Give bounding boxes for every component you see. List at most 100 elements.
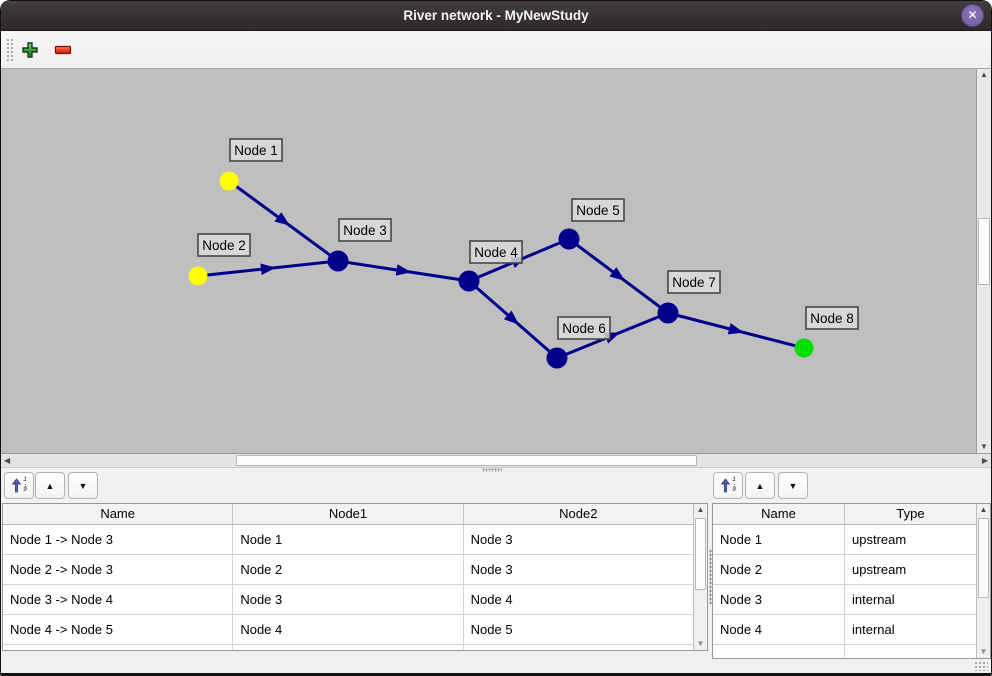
table-row-partial xyxy=(3,645,693,650)
table-cell[interactable]: internal xyxy=(852,622,895,637)
node-label: Node 8 xyxy=(810,311,854,326)
scroll-up-icon[interactable]: ▲ xyxy=(979,505,988,514)
table-cell[interactable]: Node 3 -> Node 4 xyxy=(3,585,234,614)
table-cell[interactable]: internal xyxy=(852,592,895,607)
table-cell[interactable]: Node 3 xyxy=(233,585,464,614)
canvas-vertical-scrollbar[interactable]: ▲ ▼ xyxy=(976,69,991,453)
table-cell[interactable]: Node 3 xyxy=(713,585,845,614)
window-title: River network - MyNewStudy xyxy=(403,8,589,23)
table-cell[interactable]: Node 4 xyxy=(713,615,845,644)
node-internal[interactable] xyxy=(546,347,568,369)
table-row[interactable]: Node 3 internal xyxy=(713,585,976,615)
sort-dots xyxy=(24,484,26,487)
add-button[interactable] xyxy=(17,37,43,63)
sort-branches-button[interactable]: 1 9 xyxy=(4,472,34,499)
node-label-box xyxy=(805,306,859,330)
table-cell[interactable]: Node 2 xyxy=(713,555,845,584)
table-cell[interactable]: Node 1 xyxy=(233,525,464,554)
table-scroll-thumb[interactable] xyxy=(695,518,706,590)
nodes-table-header: Name Type xyxy=(713,504,976,525)
status-bar xyxy=(1,659,991,673)
table-splitter-handle[interactable] xyxy=(709,549,713,605)
move-node-up-button[interactable]: ▲ xyxy=(745,472,775,499)
node-upstream[interactable] xyxy=(188,266,208,286)
horizontal-scroll-thumb[interactable] xyxy=(236,455,697,466)
node-internal[interactable] xyxy=(558,228,580,250)
table-cell[interactable]: Node 3 xyxy=(470,532,513,547)
table-cell[interactable]: upstream xyxy=(852,532,907,547)
table-cell[interactable]: Node 2 xyxy=(233,555,464,584)
move-branch-down-button[interactable]: ▼ xyxy=(68,472,98,499)
column-header-node2[interactable]: Node2 xyxy=(559,506,598,521)
table-cell[interactable]: Node 4 -> Node 5 xyxy=(3,615,234,644)
scroll-up-icon[interactable]: ▲ xyxy=(696,505,705,514)
scroll-down-icon[interactable]: ▼ xyxy=(696,639,705,648)
table-row[interactable]: Node 2 upstream xyxy=(713,555,976,585)
nodes-table-scrollbar[interactable]: ▲ ▼ xyxy=(976,504,990,658)
table-row[interactable]: Node 1 upstream xyxy=(713,525,976,555)
node-label-box xyxy=(667,270,721,294)
resize-grip-icon[interactable] xyxy=(974,661,988,671)
x-icon: ✕ xyxy=(967,8,978,22)
move-branch-up-button[interactable]: ▲ xyxy=(35,472,65,499)
panel-splitter-handle[interactable] xyxy=(482,468,502,472)
scroll-down-icon[interactable]: ▼ xyxy=(979,647,988,656)
node-label-box xyxy=(557,316,611,340)
node-internal[interactable] xyxy=(657,302,679,324)
scroll-down-icon[interactable]: ▼ xyxy=(980,442,988,451)
table-cell[interactable]: Node 3 xyxy=(470,562,513,577)
move-node-down-button[interactable]: ▼ xyxy=(778,472,808,499)
flow-arrow-icon xyxy=(395,264,412,276)
branches-table-scrollbar[interactable]: ▲ ▼ xyxy=(693,504,707,650)
close-button[interactable]: ✕ xyxy=(961,4,984,27)
table-cell[interactable]: Node 4 xyxy=(470,592,513,607)
vertical-scroll-thumb[interactable] xyxy=(978,218,990,285)
table-cell[interactable]: upstream xyxy=(852,562,907,577)
table-row-partial xyxy=(713,645,976,658)
sort-digit-bottom: 9 xyxy=(23,486,27,493)
titlebar[interactable]: River network - MyNewStudy ✕ xyxy=(1,1,991,31)
sort-digit-top: 1 xyxy=(23,476,27,484)
node-downstream[interactable] xyxy=(794,338,814,358)
column-header-node1[interactable]: Node1 xyxy=(233,504,464,524)
column-header-name[interactable]: Name xyxy=(713,504,845,524)
sort-nodes-button[interactable]: 1 9 xyxy=(713,472,743,499)
column-header-name[interactable]: Name xyxy=(3,504,234,524)
down-triangle-icon: ▼ xyxy=(78,480,88,491)
toolbar-drag-handle[interactable] xyxy=(6,38,15,62)
scroll-right-icon[interactable]: ▶ xyxy=(981,455,988,465)
table-cell[interactable]: Node 1 -> Node 3 xyxy=(3,525,234,554)
node-label-box xyxy=(469,240,523,264)
node-label-box xyxy=(571,198,625,222)
node-internal[interactable] xyxy=(327,250,349,272)
table-cell[interactable]: Node 5 xyxy=(470,622,513,637)
table-cell[interactable]: Node 2 -> Node 3 xyxy=(3,555,234,584)
flow-arrow-icon xyxy=(727,323,744,335)
node-internal[interactable] xyxy=(458,270,480,292)
table-row[interactable]: Node 4 internal xyxy=(713,615,976,645)
up-triangle-icon: ▲ xyxy=(45,480,55,491)
column-header-type[interactable]: Type xyxy=(896,506,925,521)
table-cell[interactable]: Node 4 xyxy=(233,615,464,644)
flow-arrow-icon xyxy=(503,310,520,325)
node-upstream[interactable] xyxy=(219,171,239,191)
table-cell[interactable]: Node 1 xyxy=(713,525,845,554)
scroll-left-icon[interactable]: ◀ xyxy=(4,455,11,465)
canvas-horizontal-scrollbar[interactable]: ◀ ▶ xyxy=(1,453,991,468)
remove-button[interactable] xyxy=(50,37,76,63)
table-scroll-thumb[interactable] xyxy=(978,518,989,598)
scroll-up-icon[interactable]: ▲ xyxy=(980,70,988,79)
main-toolbar xyxy=(1,31,991,70)
